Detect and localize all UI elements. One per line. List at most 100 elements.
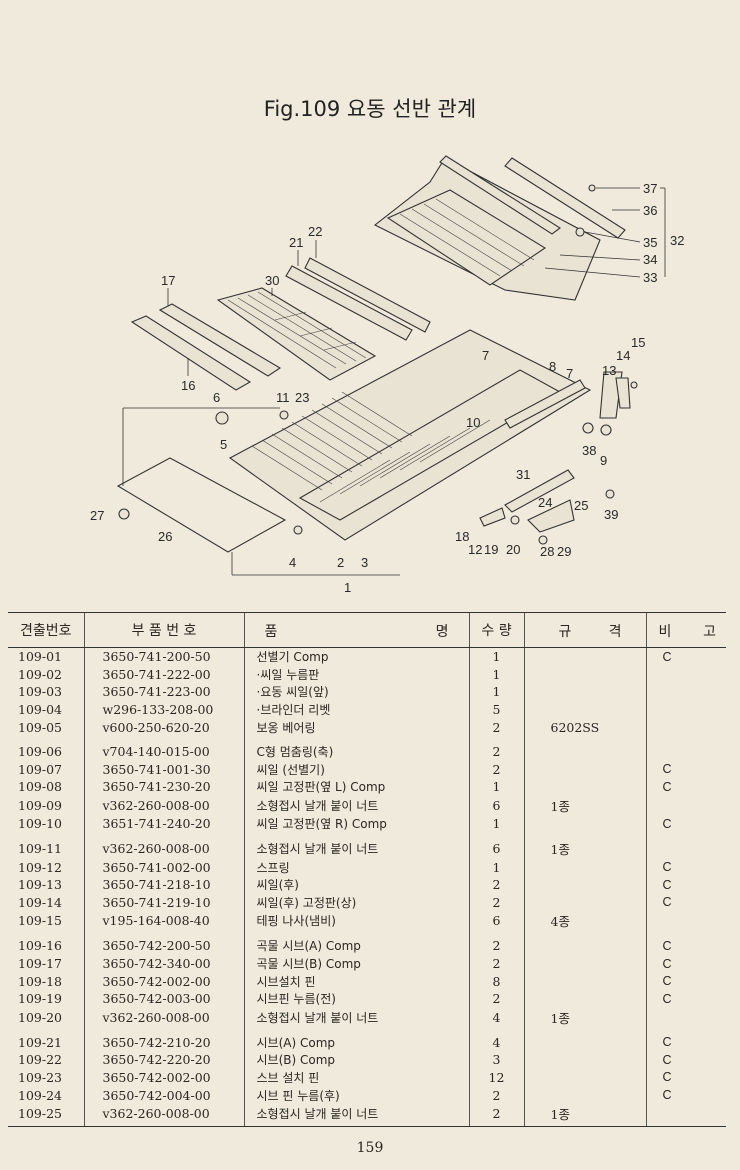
part-number-cell: 3650-741-200-50 [83,647,244,666]
part-number-cell: v362-260-008-00 [83,795,244,815]
callout-7b: 7 [566,366,573,381]
part-number-cell: 3650-742-210-20 [83,1026,244,1052]
quantity-cell: 3 [468,1051,524,1069]
spec-cell: 1종 [523,1103,646,1127]
row-number-cell: 109-25 [8,1103,84,1127]
callout-35: 35 [643,235,657,250]
quantity-cell: 1 [468,814,524,833]
callout-21: 21 [289,235,303,250]
row-number-cell: 109-19 [18,991,62,1007]
row-number-cell: 109-04 [18,702,62,718]
quantity-cell: 12 [468,1068,524,1087]
spec-cell [523,1026,646,1052]
callout-14: 14 [616,348,630,363]
part-number-cell: 3650-742-002-00 [83,972,244,990]
callout-30: 30 [265,273,279,288]
callout-20: 20 [506,542,520,557]
callout-33: 33 [643,270,657,285]
part-number-cell: 3650-742-340-00 [83,954,244,973]
quantity-cell: 1 [468,665,524,684]
row-number-cell: 109-11 [18,841,62,857]
spec-cell: 1종 [523,1007,646,1027]
part-number-cell: v195-164-008-40 [83,911,244,931]
callout-3: 3 [361,555,368,570]
callout-38: 38 [582,443,596,458]
row-number-cell: 109-08 [18,779,62,795]
spec-cell [523,683,646,701]
spec-cell [523,760,646,779]
row-number-cell: 109-06 [18,744,62,760]
row-number-cell: 109-14 [18,894,62,910]
part-number-cell: v362-260-008-00 [83,1103,244,1127]
part-name-cell: 씨일 (선별기) [243,760,469,779]
header-remark-left: 비 [658,624,672,640]
header-spec: 규 격 [523,612,646,648]
part-name-cell: 시브(B) Comp [243,1051,469,1069]
callout-5: 5 [220,437,227,452]
callout-7a: 7 [482,348,489,363]
header-no: 견출번호 [8,612,84,648]
part-name-cell: 시브 핀 누름(후) [243,1086,469,1104]
header-name-right: 명 [435,624,449,640]
callout-13: 13 [602,363,616,378]
callout-23: 23 [295,390,309,405]
quantity-cell: 2 [468,893,524,912]
part-number-cell: 3651-741-240-20 [83,814,244,833]
spec-cell: 6202SS [523,718,646,736]
row-number-cell: 109-05 [18,719,62,735]
part-name-cell: ·요동 씨일(앞) [243,683,469,701]
spec-cell [523,972,646,990]
header-qty: 수 량 [468,612,524,648]
remark-cell [645,665,726,684]
remark-cell: C [645,875,726,894]
part-name-cell: 곡물 시브(A) Comp [243,930,469,955]
quantity-cell: 6 [468,832,524,859]
callout-26: 26 [158,529,172,544]
part-number-cell: 3650-742-004-00 [83,1086,244,1104]
row-number-cell: 109-10 [18,816,62,832]
spec-cell [523,700,646,719]
quantity-cell: 1 [468,683,524,701]
remark-cell: C [645,760,726,779]
part-number-cell: v362-260-008-00 [83,832,244,859]
part-number-cell: 3650-741-222-00 [83,665,244,684]
callout-18: 18 [455,529,469,544]
remark-cell: C [645,814,726,833]
callout-25: 25 [574,498,588,513]
header-name: 품 명 [243,612,469,648]
part-name-cell: 시브핀 누름(전) [243,989,469,1008]
remark-cell: C [645,1068,726,1087]
part-number-cell: 3650-741-223-00 [83,683,244,701]
spec-cell [523,875,646,894]
part-name-cell: 소형접시 날개 붙이 너트 [243,1007,469,1027]
callout-32: 32 [670,233,684,248]
callout-9: 9 [600,453,607,468]
quantity-cell: 5 [468,700,524,719]
callout-2: 2 [337,555,344,570]
quantity-cell: 2 [468,718,524,736]
quantity-cell: 2 [468,1086,524,1104]
part-number-cell: 3650-741-219-10 [83,893,244,912]
spec-cell [523,954,646,973]
quantity-cell: 2 [468,1103,524,1127]
callout-22: 22 [308,224,322,239]
remark-cell [645,1103,726,1127]
part-name-cell: 시브설치 핀 [243,972,469,990]
callout-12: 12 [468,542,482,557]
page-number: 159 [356,1140,384,1156]
spec-cell: 1종 [523,795,646,815]
